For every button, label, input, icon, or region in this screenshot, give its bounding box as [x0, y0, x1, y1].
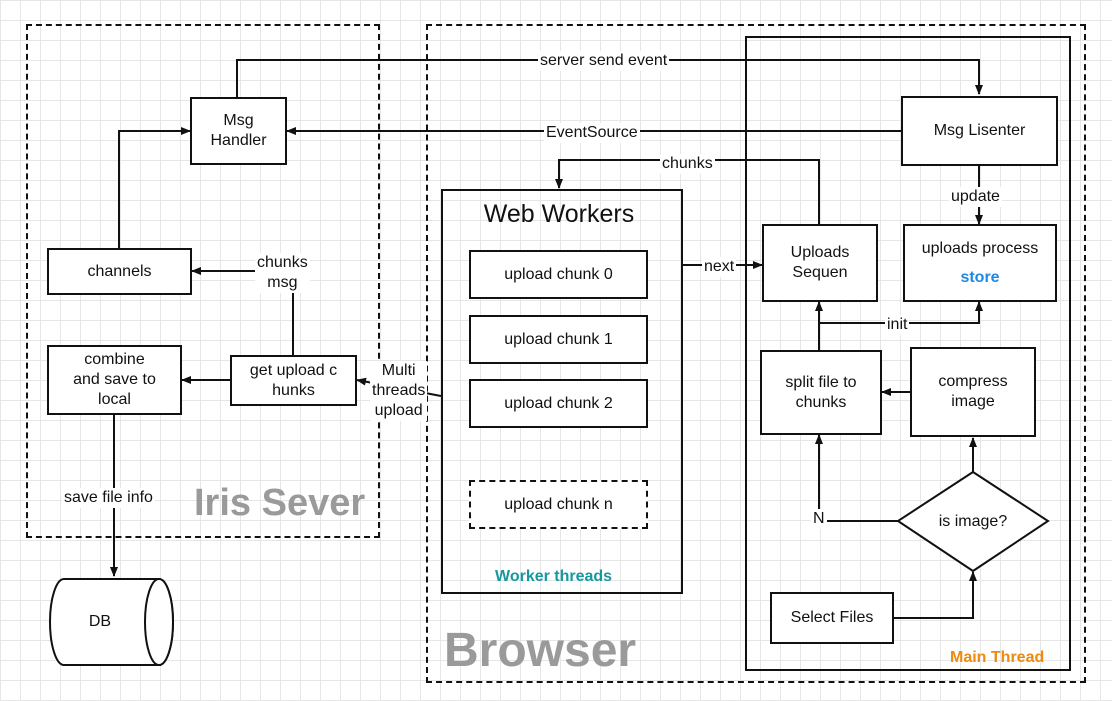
uploads-process-label: uploads process	[921, 239, 1039, 257]
multi-threads-upload-label: Multi threads upload	[370, 361, 428, 421]
event-source-label: EventSource	[544, 123, 640, 143]
combine-node: combine and save to local	[47, 345, 182, 415]
compress-image-node: compress image	[910, 347, 1036, 437]
db-label: DB	[88, 613, 112, 630]
web-workers-title: Web Workers	[483, 200, 635, 228]
worker-threads-title: Worker threads	[495, 568, 613, 585]
update-label: update	[949, 187, 1002, 207]
msg-handler-node: Msg Handler	[190, 97, 287, 165]
channels-node: channels	[47, 248, 192, 295]
uploads-process-node: uploads process store	[903, 224, 1057, 302]
n-edge	[815, 434, 898, 522]
select-files-node: Select Files	[770, 592, 894, 644]
next-label: next	[702, 257, 737, 277]
chunks-msg-label: chunks msg	[255, 253, 310, 293]
init-to-store-edge	[819, 301, 983, 324]
split-file-node: split file to chunks	[760, 350, 882, 435]
store-label: store	[960, 268, 1000, 286]
upload-chunk-n-node: upload chunk n	[469, 480, 648, 529]
web-workers-region	[441, 189, 683, 594]
browser-region	[426, 24, 1086, 683]
upload-chunk-2-node: upload chunk 2	[469, 379, 648, 428]
iris-server-region	[26, 24, 380, 538]
save-file-info-label: save file info	[62, 488, 155, 508]
channels-to-handler-edge	[118, 127, 191, 248]
init-label: init	[885, 315, 910, 335]
server-send-event-label: server send event	[538, 51, 670, 71]
is-image-decision	[896, 470, 1050, 573]
chunks-top-label: chunks	[660, 154, 715, 174]
is-image-label: is image?	[938, 513, 1008, 530]
main-thread-region	[745, 36, 1071, 671]
upload-chunk-1-node: upload chunk 1	[469, 315, 648, 364]
select-to-is-image-edge	[894, 571, 977, 619]
main-thread-title: Main Thread	[950, 649, 1045, 666]
uploads-sequence-node: Uploads Sequen	[762, 224, 878, 302]
browser-title: Browser	[444, 624, 637, 677]
upload-chunk-0-node: upload chunk 0	[469, 250, 648, 299]
n-label: N	[811, 509, 827, 529]
msg-listener-node: Msg Lisenter	[901, 96, 1058, 166]
iris-server-title: Iris Sever	[194, 482, 366, 524]
get-upload-chunks-node: get upload c hunks	[230, 355, 357, 406]
db-cylinder	[49, 578, 174, 666]
